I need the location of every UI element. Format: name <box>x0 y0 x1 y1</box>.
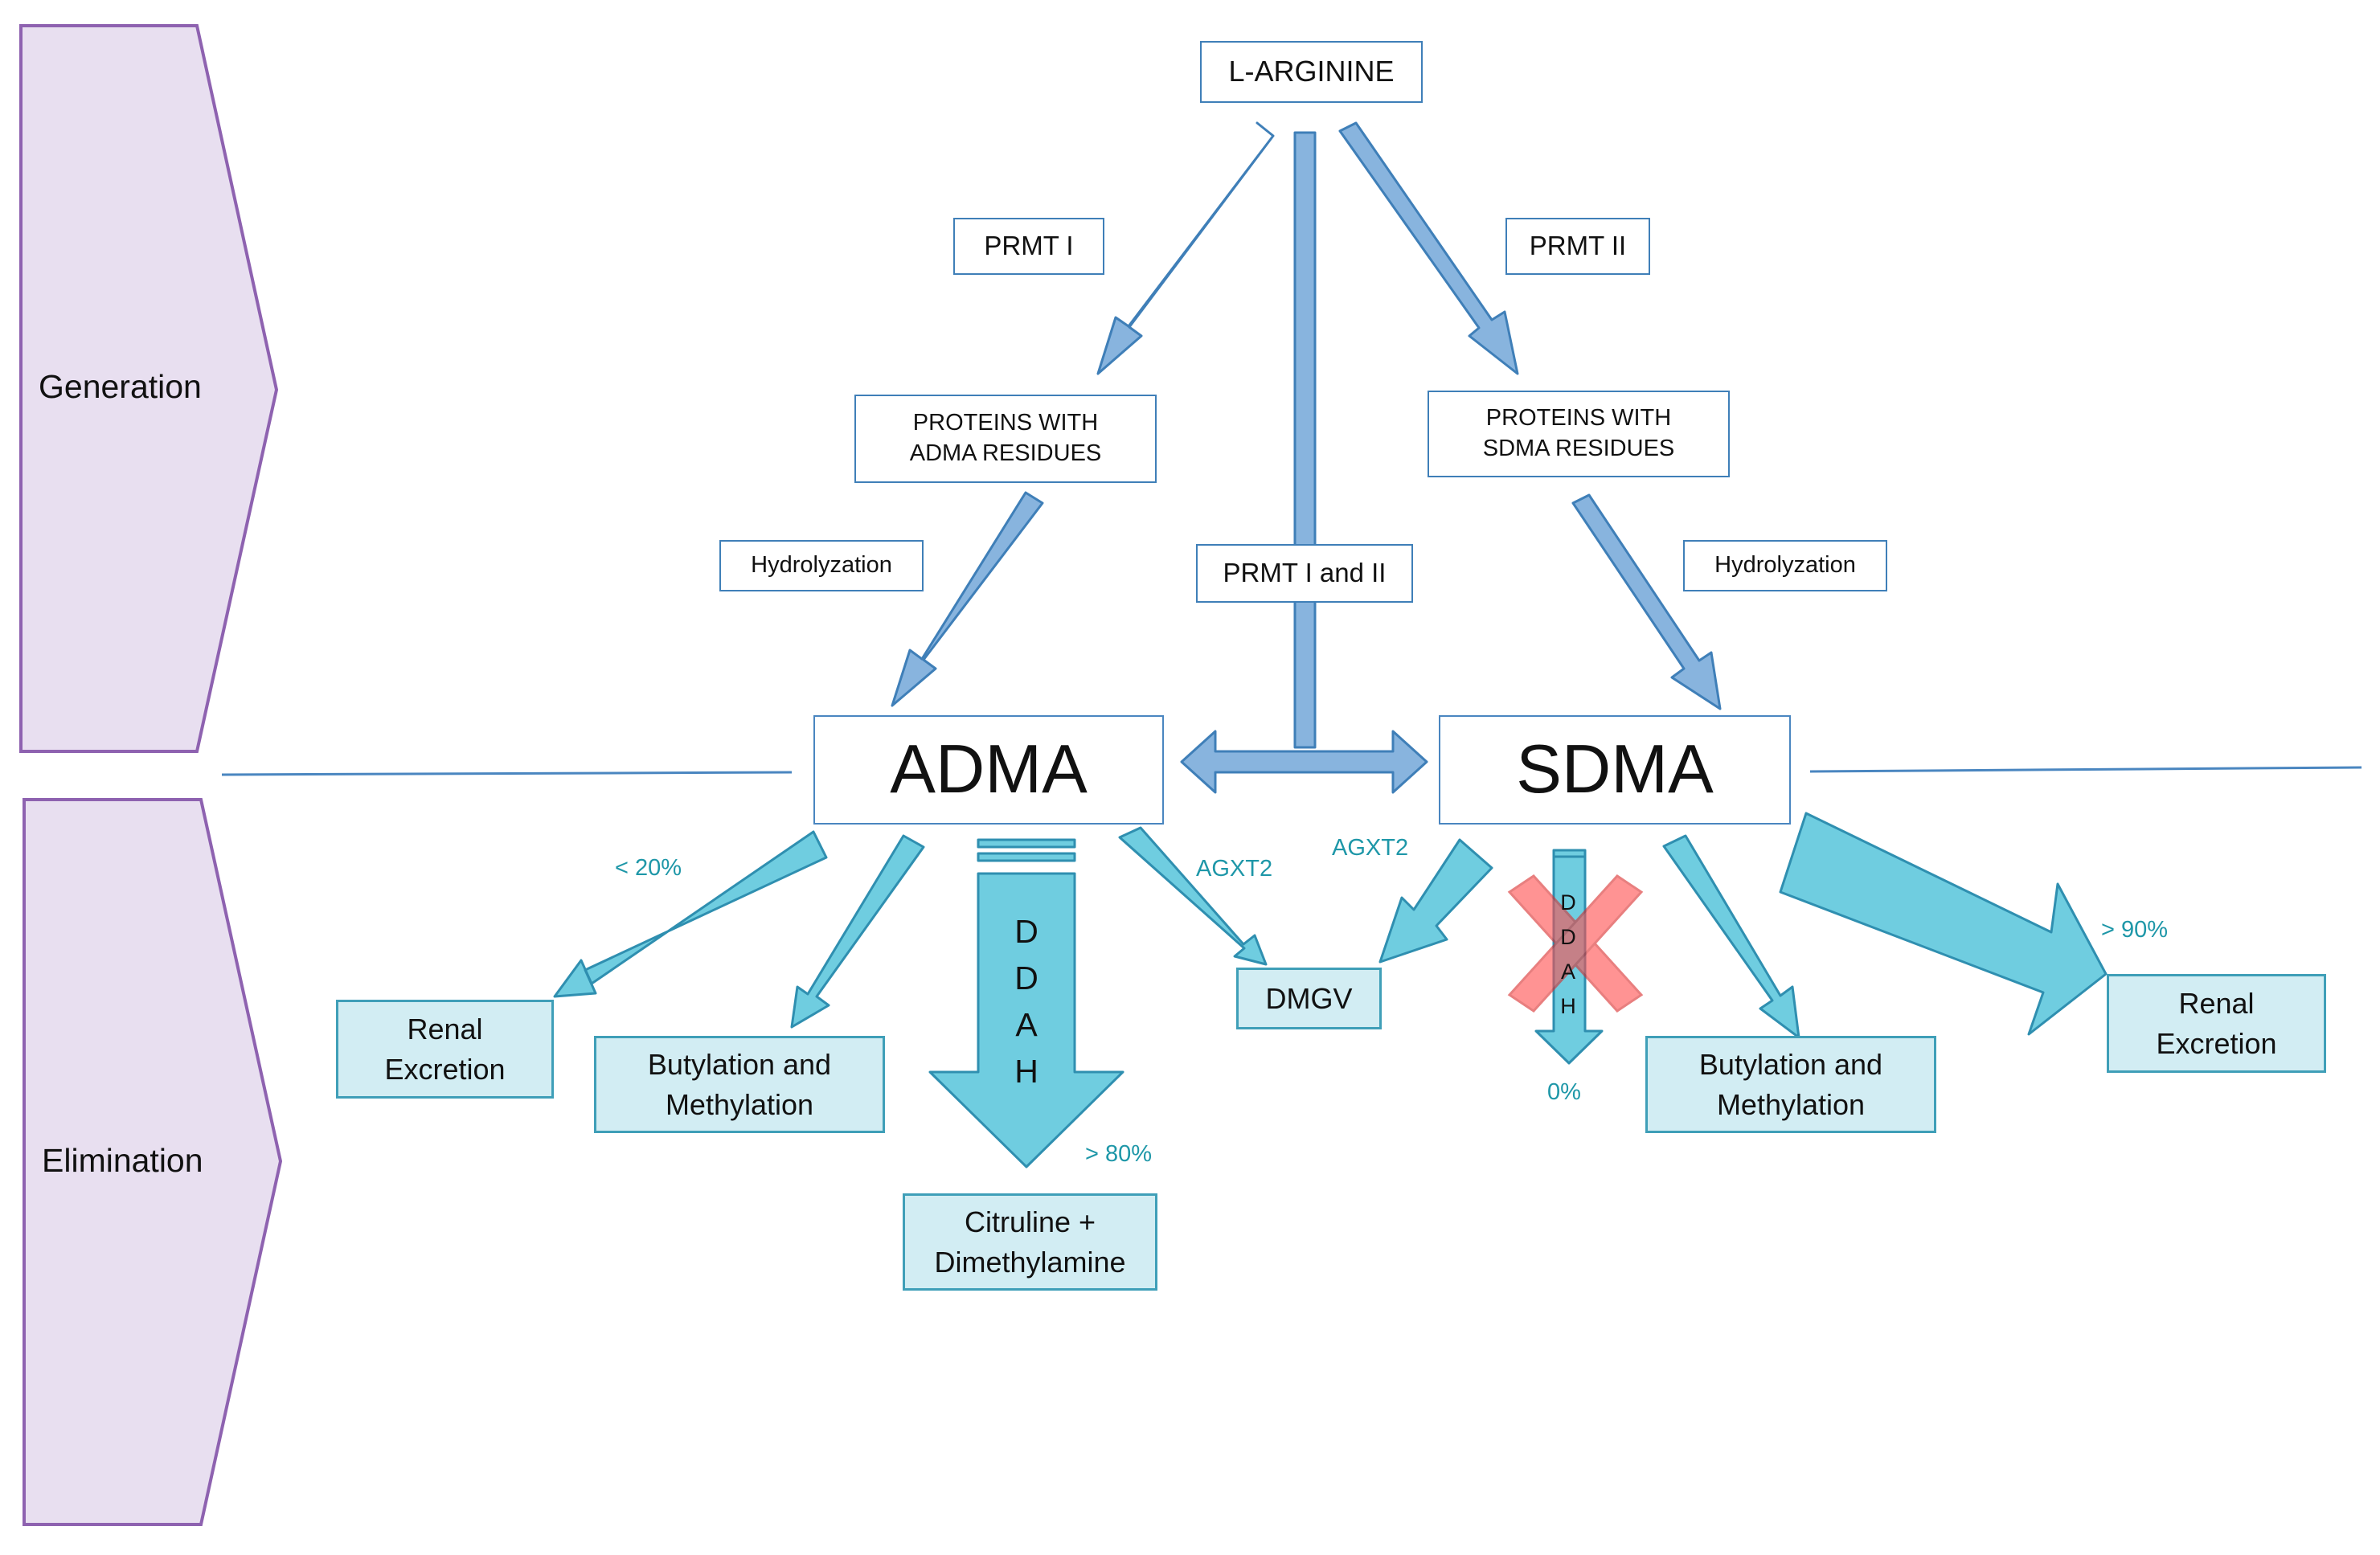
agxt2-left-label: AGXT2 <box>1196 856 1273 882</box>
arrow-adma-proteins-to-adma <box>891 491 1044 707</box>
elimination-stage-label: Elimination <box>42 1142 203 1179</box>
arrow-adma-to-butylation <box>790 834 925 1029</box>
ddah-stripe-2 <box>977 852 1076 862</box>
blocked-cross-icon <box>1507 874 1644 1013</box>
adma-ddah-percentage: > 80% <box>1085 1141 1153 1167</box>
adma-node: ADMA <box>813 715 1164 825</box>
separator-line-right <box>1809 766 2362 773</box>
arrow-sdma-to-renal <box>1779 812 2108 1036</box>
prmt-2-label: PRMT II <box>1505 218 1650 275</box>
citruline-dimethylamine-node: Citruline + Dimethylamine <box>903 1193 1157 1291</box>
elimination-stage-shape <box>23 798 283 1526</box>
separator-line-left <box>221 771 793 776</box>
ddah-stripe-1 <box>977 838 1076 849</box>
sdma-node: SDMA <box>1439 715 1791 825</box>
prmt-1-label: PRMT I <box>953 218 1104 275</box>
arrow-sdma-proteins-to-sdma <box>1571 493 1722 710</box>
generation-stage-shape <box>19 24 279 753</box>
arrow-sdma-to-dmgv <box>1378 838 1493 964</box>
proteins-sdma-node: PROTEINS WITH SDMA RESIDUES <box>1428 391 1730 477</box>
arrow-adma-to-renal <box>553 830 828 998</box>
proteins-adma-node: PROTEINS WITH ADMA RESIDUES <box>854 395 1157 483</box>
arrow-adma-ddah <box>928 872 1124 1168</box>
sdma-ddah-stripe <box>1552 849 1587 858</box>
l-arginine-node: L-ARGININE <box>1200 41 1423 103</box>
hydrolyzation-left-label: Hydrolyzation <box>719 540 924 591</box>
renal-excretion-right-node: Renal Excretion <box>2107 974 2326 1073</box>
adma-renal-percentage: < 20% <box>615 855 682 881</box>
arrow-double-adma-sdma <box>1180 730 1428 794</box>
butylation-methylation-right-node: Butylation and Methylation <box>1645 1036 1936 1133</box>
sdma-renal-percentage: > 90% <box>2101 917 2169 943</box>
butylation-methylation-left-node: Butylation and Methylation <box>594 1036 885 1133</box>
agxt2-right-label: AGXT2 <box>1332 835 1409 861</box>
arrow-larginine-stem <box>1293 131 1317 749</box>
ddah-left-label: DDAH <box>1014 913 1038 1090</box>
sdma-ddah-percentage: 0% <box>1547 1079 1581 1105</box>
prmt-1-and-2-label: PRMT I and II <box>1196 544 1413 603</box>
generation-stage-label: Generation <box>39 368 202 405</box>
arrow-adma-to-dmgv <box>1118 826 1268 966</box>
arrow-sdma-to-butylation <box>1662 834 1800 1039</box>
arrow-larginine-to-adma-proteins <box>1096 121 1275 375</box>
renal-excretion-left-node: Renal Excretion <box>336 1000 554 1099</box>
hydrolyzation-right-label: Hydrolyzation <box>1683 540 1887 591</box>
arrow-larginine-to-sdma-proteins <box>1338 121 1519 375</box>
ddah-right-label: DDAH <box>1560 890 1576 1018</box>
dmgv-node: DMGV <box>1236 968 1382 1029</box>
